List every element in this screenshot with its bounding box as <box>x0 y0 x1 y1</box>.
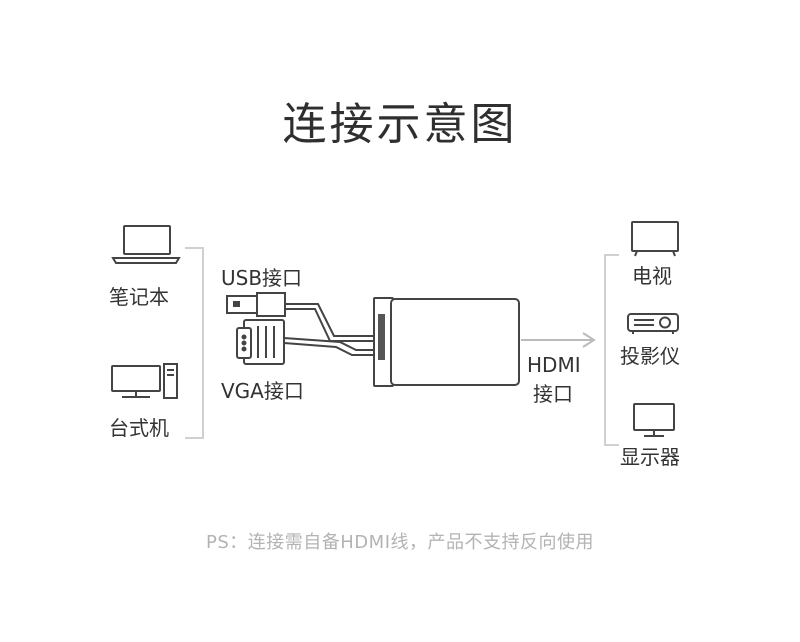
tv-icon <box>631 221 679 257</box>
laptop-icon <box>111 225 181 264</box>
vga-port-label: VGA接口 <box>221 379 304 403</box>
vga-plug <box>236 319 285 365</box>
target-label-tv: 电视 <box>632 264 672 288</box>
hdmi-port-label-line2: 接口 <box>533 382 573 406</box>
diagram-title: 连接示意图 <box>282 99 518 150</box>
projector-icon <box>627 313 679 334</box>
target-label-monitor: 显示器 <box>620 445 680 469</box>
source-bracket <box>185 247 204 439</box>
usage-note: PS：连接需自备HDMI线，产品不支持反向使用 <box>205 532 594 553</box>
desktop-computer-icon <box>111 363 178 399</box>
target-label-projector: 投影仪 <box>620 344 680 368</box>
usb-port-label: USB接口 <box>221 266 303 290</box>
source-label-desktop: 台式机 <box>109 416 169 440</box>
monitor-icon <box>633 403 675 437</box>
hdmi-arrow-head <box>582 332 596 348</box>
adapter-box <box>373 297 520 387</box>
vga-cable <box>283 337 375 351</box>
hdmi-port-label-line1: HDMI <box>527 353 581 377</box>
target-bracket <box>604 254 619 446</box>
usb-plug <box>226 292 286 317</box>
usb-cable <box>285 303 375 337</box>
source-label-laptop: 笔记本 <box>109 285 169 309</box>
